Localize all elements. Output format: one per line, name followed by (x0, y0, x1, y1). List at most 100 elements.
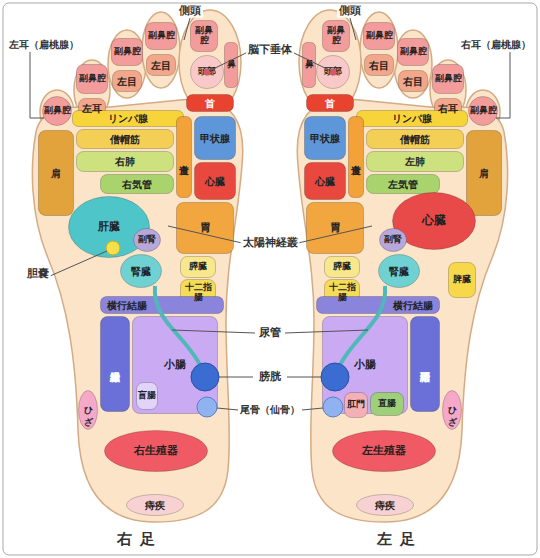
gallbladder-marker (106, 241, 120, 255)
zone-label: 副腎 (383, 235, 403, 245)
zone-fill (443, 391, 462, 430)
zone-fill (77, 130, 174, 149)
toe-outline (394, 30, 432, 98)
leader-line (172, 330, 255, 333)
zone-label: 僧帽筋 (399, 134, 431, 145)
zone-fill (449, 263, 476, 298)
toe-outline (108, 30, 146, 98)
sole-outline (297, 99, 507, 522)
zone-fill (195, 163, 236, 200)
reflex-zone: 鼻 (224, 42, 238, 88)
zone-fill (101, 317, 130, 412)
reflex-zone: 頭部 (190, 55, 224, 89)
reflex-zone: 盲腸 (136, 382, 158, 410)
zone-fill (121, 255, 162, 288)
reflex-zone: 心臓 (304, 162, 346, 200)
zone-fill (191, 56, 224, 89)
reflex-zone: ひざ (78, 390, 98, 430)
zone-label: 腎臓 (388, 266, 410, 277)
reflex-zone: 胃 (306, 202, 364, 254)
reflex-zone: 首 (186, 94, 234, 112)
reflex-zone: 副鼻腔 (145, 22, 177, 50)
reflex-zone: 横行結腸 (100, 296, 224, 314)
zone-fill (367, 130, 464, 149)
reflex-zone: 膵臓 (180, 256, 216, 278)
reflex-zone: 鼻 (302, 42, 316, 88)
zone-fill (303, 43, 316, 88)
zone-label: 脾臓 (452, 275, 472, 285)
zone-fill (105, 431, 208, 472)
callout-label: 胆嚢 (25, 268, 51, 281)
foot-outline: 左足副鼻腔副鼻腔右耳副鼻腔右目副鼻腔右目副鼻腔頭部鼻首リンパ腺僧帽筋左肺左気管肩… (280, 5, 520, 555)
reflex-zone: 痔疾 (356, 494, 414, 516)
zone-label: 鼻 (226, 60, 237, 70)
zone-label: 甲状腺 (199, 133, 231, 144)
zone-label: 頭部 (323, 67, 343, 77)
zone-fill (112, 39, 143, 66)
reflex-zone: 十二指腸 (324, 279, 360, 307)
coccyx-marker (323, 397, 343, 417)
zone-label: 右耳 (437, 103, 459, 114)
zone-label: 肩 (478, 168, 490, 179)
zone-fill (101, 297, 224, 314)
reflex-zone: 胃 (176, 202, 234, 254)
zone-label: 僧帽筋 (109, 134, 141, 145)
zone-label: 右肺 (114, 156, 136, 167)
reflex-zone: 上行結腸 (100, 316, 130, 412)
zone-fill (195, 117, 236, 160)
zone-label: 右目 (402, 76, 424, 87)
sole-outline (32, 99, 242, 522)
reflex-zone: 甲状腺 (194, 116, 236, 160)
zone-fill (73, 111, 184, 127)
reflex-zone: 副鼻腔 (468, 96, 498, 126)
leader-line (292, 52, 331, 71)
zone-label: 腎臓 (130, 266, 152, 277)
zone-fill (317, 297, 440, 314)
reflex-zone: 膵臓 (324, 256, 360, 278)
reflex-zone: 痔疾 (126, 494, 184, 516)
callout-label: 尿管 (257, 327, 283, 340)
bladder-marker (191, 363, 219, 391)
zone-label: 肩 (50, 168, 62, 179)
zone-fill (398, 39, 429, 66)
coccyx-marker (197, 397, 217, 417)
reflex-zone: 食道 (348, 116, 364, 198)
zone-fill (177, 117, 192, 198)
zone-fill (127, 495, 184, 516)
reflex-zone: 肩 (38, 130, 74, 216)
zone-shape (176, 116, 192, 198)
zone-fill (345, 393, 368, 418)
callout-label: 太陽神経叢 (241, 237, 300, 250)
zone-fill (365, 55, 394, 76)
reflex-zone: 僧帽筋 (76, 129, 174, 149)
toe-outline (142, 12, 180, 88)
zone-fill (305, 163, 346, 200)
zone-label: 右気管 (121, 179, 153, 190)
zone-label: リンパ腺 (107, 113, 149, 124)
zone-fill (79, 391, 98, 430)
reflex-zone: 副鼻腔 (111, 38, 143, 66)
zone-label: 心臓 (204, 176, 226, 187)
zone-label: 右目 (368, 60, 390, 71)
foot-outline: 右足副鼻腔副鼻腔左耳副鼻腔左目副鼻腔左目副鼻腔頭部鼻首リンパ腺僧帽筋右肺右気管肩… (20, 5, 260, 555)
reflex-zone: 肩 (466, 130, 502, 216)
reflex-zone: 十二指腸 (180, 279, 216, 307)
zone-fill (43, 97, 72, 126)
zone-fill (181, 257, 216, 278)
zone-label: ひざ (82, 400, 94, 420)
reflex-zone: 副腎 (133, 228, 161, 252)
zone-fill (77, 65, 108, 94)
reflex-zone: 副腎 (379, 228, 407, 252)
zone-label: 左肺 (404, 156, 426, 167)
zone-fill (379, 255, 420, 288)
zone-shape (410, 316, 440, 412)
zone-fill (433, 65, 464, 94)
callout-label: 尾骨（仙骨） (238, 404, 302, 416)
zone-fill (364, 23, 395, 50)
reflex-zone: 右生殖器 (104, 430, 208, 472)
zone-label: 副腎 (137, 235, 157, 245)
zone-fill (349, 117, 364, 198)
zone-fill (113, 71, 142, 92)
reflex-zone: 甲状腺 (304, 116, 346, 160)
